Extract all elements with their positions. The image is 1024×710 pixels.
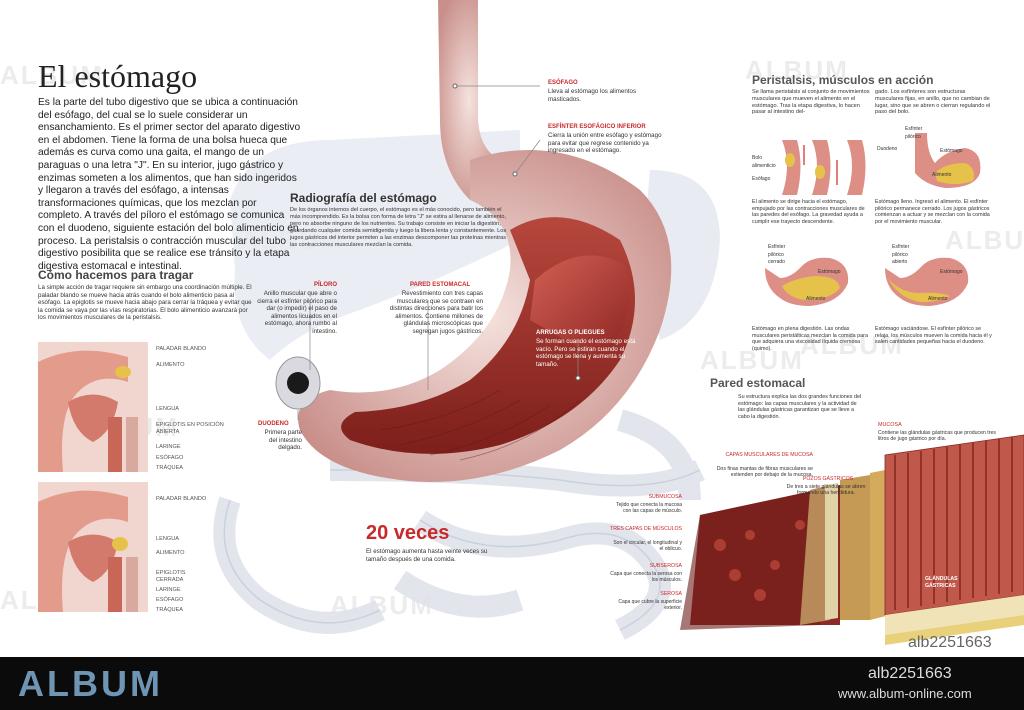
- glandulas-label: GLÁNDULAS GÁSTRICAS: [925, 576, 958, 589]
- esophagus: [438, 0, 500, 200]
- label-laringe: LARINGE: [156, 587, 181, 593]
- image-code: alb2251663: [908, 634, 992, 651]
- pozos-label: POZOS GÁSTRICOS: [802, 476, 854, 482]
- piloro-desc: Anillo muscular que abre o cierra el esf…: [257, 290, 337, 335]
- mucosa-label: MUCOSA: [878, 422, 902, 428]
- veces-number: 20 veces: [366, 522, 450, 544]
- duodeno-desc: Primera parte del intestino delgado.: [264, 429, 302, 452]
- capas-label: CAPAS MUSCULARES DE MUCOSA: [725, 452, 813, 458]
- label-alimento-p: Alimento: [932, 172, 952, 178]
- label-estomago-3: Estómago: [818, 269, 841, 275]
- label-traquea: TRÁQUEA: [156, 607, 184, 613]
- label-epiglotis-cerrada: EPIGLOTIS CERRADA: [156, 570, 186, 583]
- watermark: ALBUM: [800, 330, 904, 360]
- label-esfinter-cerrado: Esfínter pilórico cerrado: [768, 244, 786, 266]
- peristalsis-diagram-digesting: [765, 257, 849, 306]
- label-duodeno-p: Duodeno: [877, 146, 898, 152]
- label-alimento-4: Alimento: [928, 296, 948, 302]
- veces-text: El estómago aumenta hasta veinte veces s…: [366, 548, 488, 563]
- label-epiglotis-abierta: EPIGLOTIS EN POSICIÓN ABIERTA: [156, 422, 224, 435]
- page-title: El estómago: [38, 58, 198, 94]
- peristalsis-cap2: Estómago lleno. Ingresó el alimento. El …: [875, 199, 990, 225]
- footer-code: alb2251663: [868, 665, 952, 682]
- swallow-diagram-open: [38, 342, 148, 472]
- label-paladar-blando: PALADAR BLANDO: [156, 496, 207, 502]
- subserosa-label: SUBSEROSA: [649, 563, 682, 569]
- pared-desc: Revestimiento con tres capas musculares …: [389, 290, 483, 335]
- pozos-desc: De tres a siete glándulas se abren forma…: [786, 484, 866, 497]
- peristalsis-heading: Peristalsis, músculos en acción: [752, 73, 934, 87]
- duodeno-label: DUODENO: [258, 421, 289, 427]
- subserosa-desc: Capa que conecta la serosa con los múscu…: [610, 571, 682, 583]
- tres-capas-label: TRES CAPAS DE MÚSCULOS: [610, 526, 682, 532]
- peristalsis-diagram-emptying: [885, 257, 969, 306]
- label-lengua: LENGUA: [156, 406, 180, 412]
- swallow-text: La simple acción de tragar requiere sin …: [38, 284, 252, 322]
- pared-text: Su estructura explica las dos grandes fu…: [738, 394, 862, 420]
- pylorus: [287, 372, 309, 394]
- esofago-desc: Lleva al estómago los alimentos masticad…: [548, 88, 637, 103]
- piloro-label: PÍLORO: [314, 282, 338, 288]
- peristalsis-col1: Se llama peristalsis al conjunto de movi…: [752, 89, 870, 116]
- swallow-heading: Cómo hacemos para tragar: [38, 268, 194, 282]
- liver: [230, 130, 520, 360]
- serosa-label: SEROSA: [660, 591, 682, 597]
- swallow-diagram-closed: [38, 482, 148, 612]
- label-traquea: TRÁQUEA: [156, 465, 184, 471]
- label-estomago-p: Estómago: [940, 148, 963, 154]
- tres-capas-desc: Son el circular, el longitudinal y el ob…: [613, 540, 682, 552]
- footer-url[interactable]: www.album-online.com: [838, 686, 972, 701]
- label-alimento: ALIMENTO: [156, 362, 185, 368]
- peristalsis-cap1: El alimento se dirige hacia el estómago,…: [752, 199, 865, 225]
- label-esofago-p: Esófago: [752, 176, 771, 182]
- submucosa-desc: Tejido que conecta la mucosa con las cap…: [616, 502, 682, 514]
- radiografia-text: De los órganos internos del cuerpo, el e…: [290, 207, 507, 248]
- anatomy-illustration: [213, 0, 720, 640]
- footer-bar: [0, 657, 1024, 710]
- peristalsis-diagram-full: [915, 133, 981, 188]
- esofago-label: ESÓFAGO: [548, 80, 578, 86]
- label-lengua: LENGUA: [156, 536, 180, 542]
- label-esfinter-abierto: Esfínter pilórico abierto: [892, 244, 910, 266]
- label-esofago: ESÓFAGO: [156, 597, 184, 603]
- peristalsis-diagram-esophagus: [782, 140, 866, 195]
- esfinter-label: ESFÍNTER ESOFÁGICO INFERIOR: [548, 124, 646, 130]
- watermark: ALBUM: [945, 225, 1024, 255]
- arrugas-label: ARRUGAS O PLIEGUES: [536, 330, 605, 336]
- label-esofago: ESÓFAGO: [156, 455, 184, 461]
- submucosa-label: SUBMUCOSA: [648, 494, 682, 500]
- radiografia-heading: Radiografía del estómago: [290, 191, 437, 205]
- peristalsis-col2: gado. Los esfínteres son estructuras mus…: [875, 89, 991, 116]
- mucosa-desc: Contiene las glándulas gástricas que pro…: [878, 430, 996, 443]
- peristalsis-cap4: Estómago vaciándose. El esfínter pilóric…: [875, 326, 992, 346]
- label-bolo: Bolo alimenticio: [752, 155, 776, 169]
- label-alimento: ALIMENTO: [156, 550, 185, 556]
- stomach-wall-illustration: [680, 434, 1024, 645]
- watermark: ALBUM: [745, 55, 849, 85]
- label-esfinter: Esfínter pilórico: [905, 126, 923, 140]
- watermark: ALBUM: [0, 60, 104, 90]
- album-logo[interactable]: ALBUM: [18, 663, 163, 704]
- watermark: ALBUM: [700, 345, 804, 375]
- intro-text: Es la parte del tubo digestivo que se ub…: [38, 97, 301, 272]
- label-alimento-3: Alimento: [806, 296, 826, 302]
- label-estomago-4: Estómago: [940, 269, 963, 275]
- arrugas-desc: Se forman cuando el estómago está vacío.…: [536, 338, 636, 368]
- pared-label: PARED ESTOMACAL: [410, 282, 471, 288]
- pared-heading: Pared estomacal: [710, 376, 806, 390]
- capas-desc: Dos finas mantas de fibras musculares se…: [716, 466, 813, 479]
- label-paladar-blando: PALADAR BLANDO: [156, 346, 207, 352]
- esfinter-desc: Cierra la unión entre esófago y estómago…: [548, 132, 662, 155]
- serosa-desc: Capa que cubre la superficie exterior.: [618, 599, 682, 611]
- label-laringe: LARINGE: [156, 444, 181, 450]
- peristalsis-cap3: Estómago en plena digestión. Las ondas m…: [752, 326, 868, 352]
